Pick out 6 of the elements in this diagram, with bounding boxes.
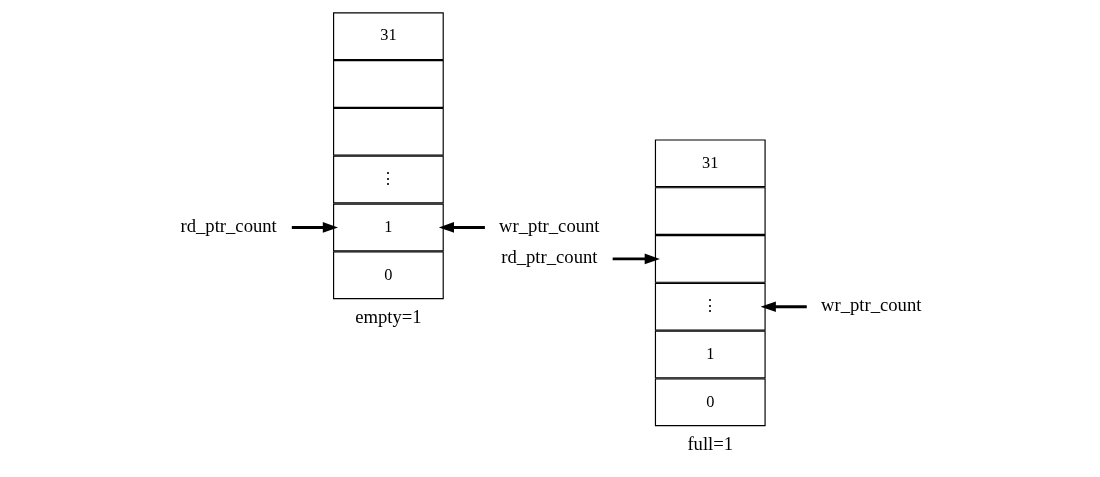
node-text: rd_ptr_count [500,246,597,268]
label: empty=1 [354,305,422,327]
node-text: rd_ptr_count [179,214,277,236]
node-text: wr_ptr_count [498,214,600,236]
label: full=1 [686,432,733,454]
node-text: wr_ptr_count [820,294,921,316]
